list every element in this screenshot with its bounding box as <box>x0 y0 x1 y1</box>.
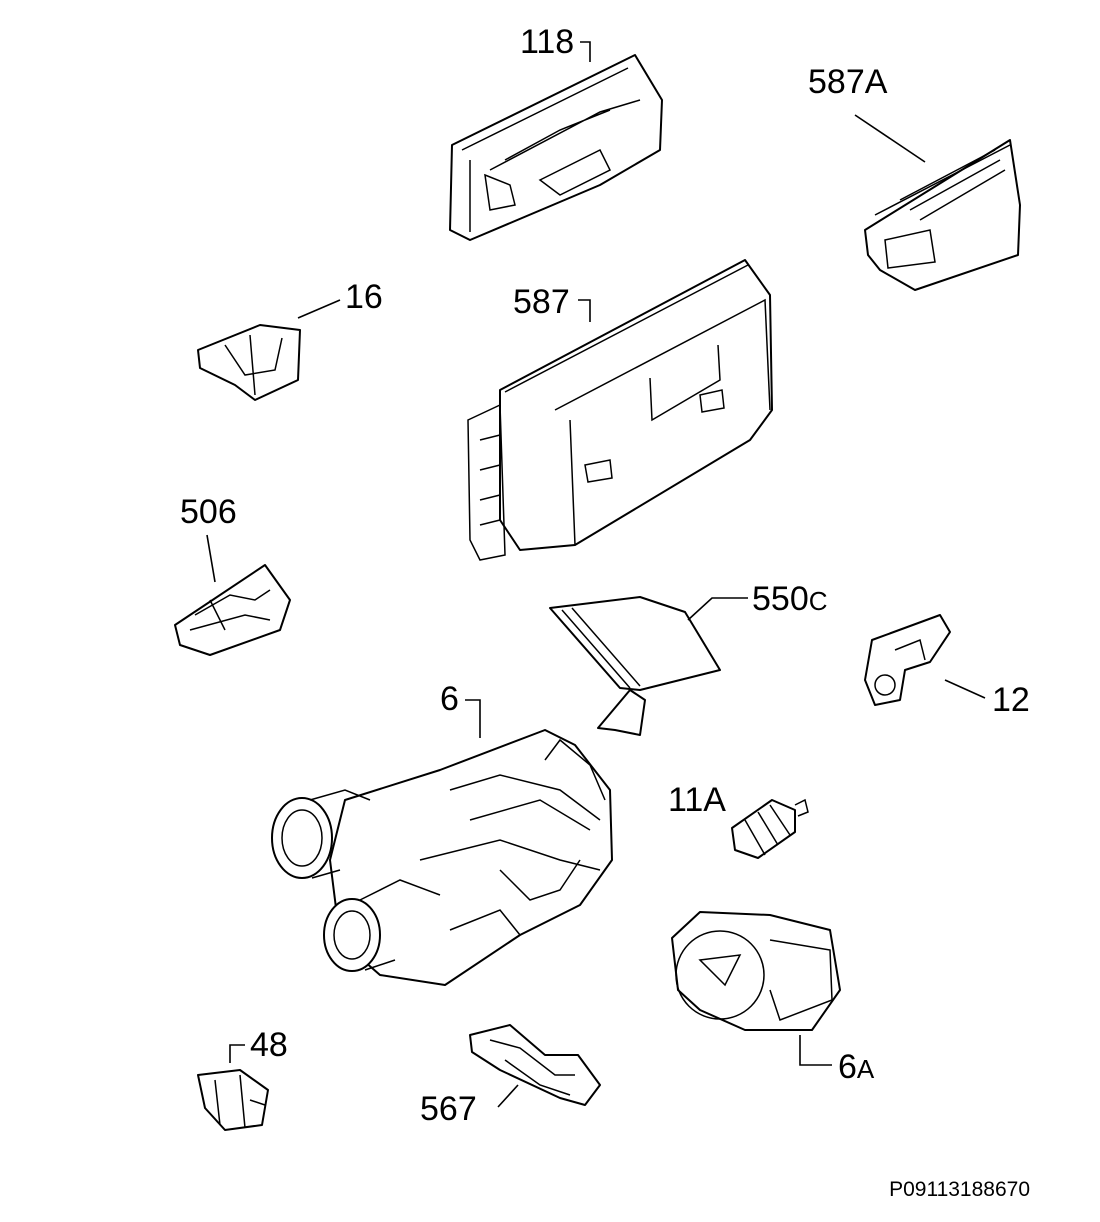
part-567-drawing <box>469 1024 601 1108</box>
part-587a-drawing <box>854 114 1021 291</box>
label-6a: 6A <box>838 1050 874 1084</box>
label-587: 587 <box>513 283 570 321</box>
part-16-drawing <box>197 299 341 401</box>
label-550c-number: 550 <box>752 580 809 618</box>
label-48: 48 <box>250 1026 288 1064</box>
part-118-drawing <box>449 41 663 241</box>
label-118: 118 <box>520 23 575 61</box>
label-567: 567 <box>420 1090 477 1128</box>
part-550c-drawing <box>549 596 748 736</box>
part-506-drawing <box>174 534 291 656</box>
label-16: 16 <box>345 278 383 316</box>
part-11a-drawing <box>731 798 809 859</box>
label-6: 6 <box>440 680 459 718</box>
part-48-drawing <box>197 1044 269 1131</box>
part-12-drawing <box>864 614 986 706</box>
reference-code: P09113188670 <box>889 1178 1030 1201</box>
part-6-drawing <box>271 699 613 986</box>
label-12: 12 <box>992 681 1030 719</box>
label-6a-number: 6 <box>838 1048 857 1086</box>
label-587a: 587A <box>808 63 888 101</box>
label-550c-suffix: C <box>808 586 828 616</box>
label-506: 506 <box>180 493 237 531</box>
part-587-drawing <box>467 259 773 561</box>
label-11a: 11A <box>668 781 726 819</box>
part-6a-drawing <box>671 911 841 1066</box>
label-550c: 550C <box>752 582 828 616</box>
label-6a-suffix: A <box>856 1054 875 1084</box>
